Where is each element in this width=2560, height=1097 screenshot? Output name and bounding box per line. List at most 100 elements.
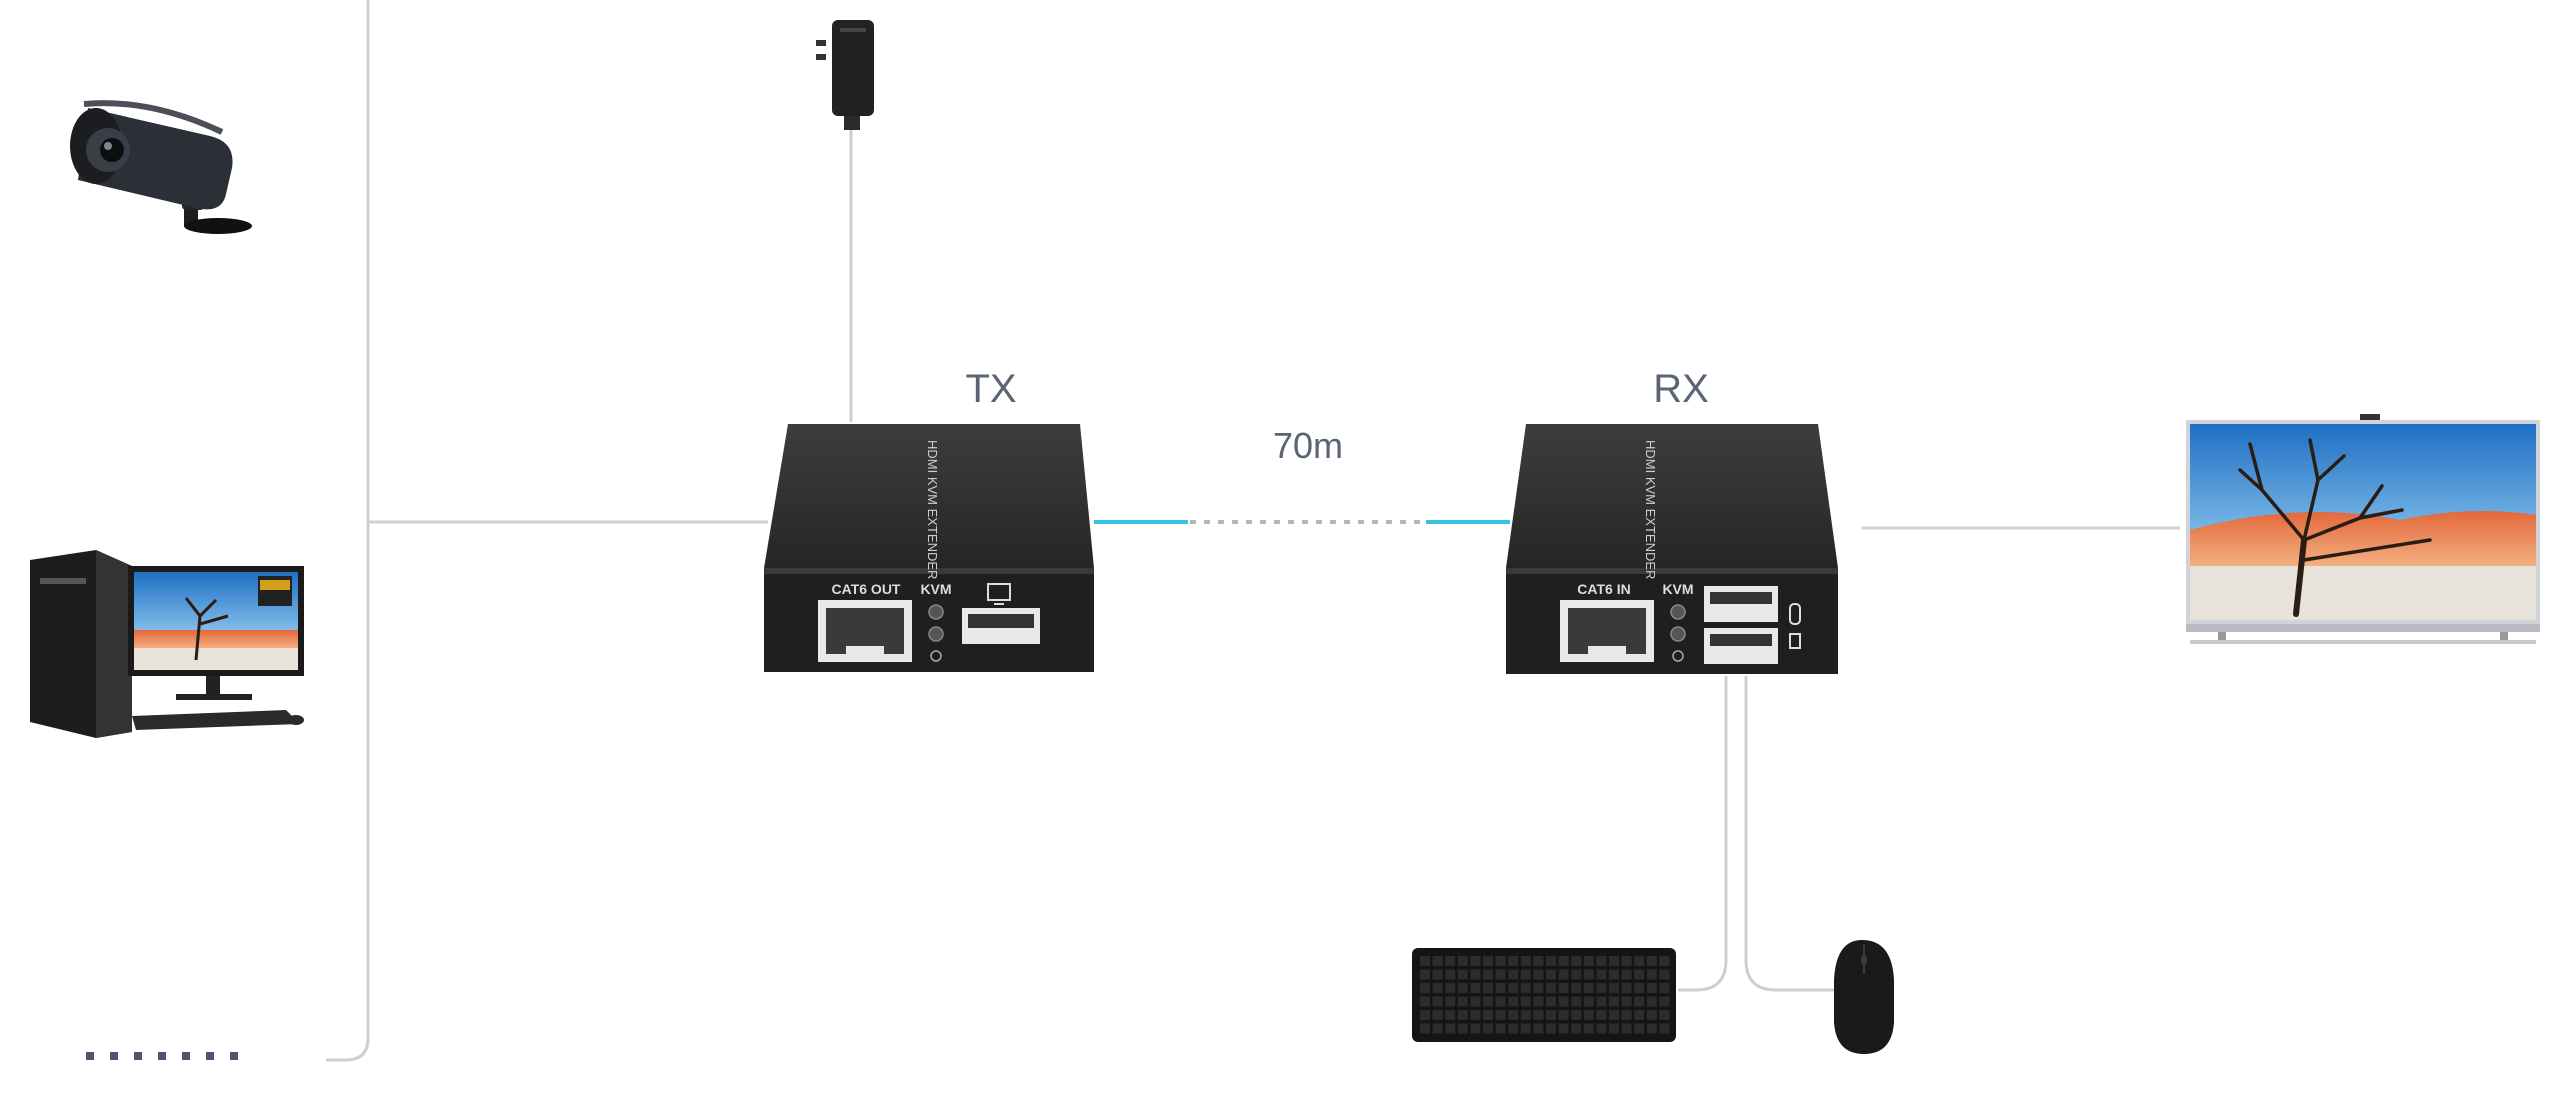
keyboard-key (1420, 956, 1430, 966)
keyboard-key (1457, 969, 1468, 980)
rx-usb-port-top (1704, 586, 1778, 622)
keyboard-key (1457, 1010, 1468, 1020)
rx-to-keyboard-line (1678, 676, 1728, 992)
keyboard-key (1457, 1023, 1468, 1034)
keyboard-key (1495, 983, 1506, 993)
keyboard-key (1634, 996, 1645, 1007)
keyboard-key (1470, 1023, 1481, 1034)
keyboard-key (1596, 956, 1607, 966)
keyboard-key (1571, 969, 1582, 980)
keyboard-key (1659, 956, 1670, 966)
rx-to-mouse-line (1744, 676, 1836, 992)
keyboard-key (1609, 969, 1619, 980)
connection-lines (326, 0, 2180, 1062)
tx-kvm-label: KVM (920, 581, 951, 597)
keyboard-key (1533, 1010, 1544, 1020)
keyboard-key (1483, 983, 1493, 993)
keyboard-key (1432, 996, 1443, 1007)
keyboard-key (1508, 1010, 1519, 1020)
keyboard-key (1520, 956, 1531, 966)
keyboard-key (1596, 996, 1607, 1007)
keyboard-key (1546, 996, 1556, 1007)
rx-rj45-port (1560, 600, 1654, 662)
rx-usb-port-bottom (1704, 628, 1778, 664)
rx-port-label: CAT6 IN (1577, 581, 1630, 597)
keyboard-key (1583, 956, 1594, 966)
keyboard-key (1495, 1023, 1506, 1034)
keyboard-key (1495, 1010, 1506, 1020)
keyboard-key (1483, 956, 1493, 966)
distance-label: 70m (1273, 425, 1343, 466)
rx-device: HDMI KVM EXTENDER CAT6 IN KVM (1506, 424, 1838, 674)
keyboard-key (1596, 983, 1607, 993)
rx-keyboard-mouse-icon (1789, 603, 1801, 649)
tx-rj45-port (818, 600, 912, 662)
tx-monitor-icon (987, 583, 1011, 605)
tx-usb-port (962, 608, 1040, 644)
rx-side-text: HDMI KVM EXTENDER (1643, 440, 1658, 579)
keyboard-key (1483, 1023, 1493, 1034)
keyboard-key (1495, 956, 1506, 966)
keyboard-key (1445, 983, 1456, 993)
keyboard-key (1495, 969, 1506, 980)
keyboard-key (1508, 996, 1519, 1007)
keyboard-key (1546, 1023, 1556, 1034)
keyboard-key (1508, 1023, 1519, 1034)
keyboard-key (1457, 956, 1468, 966)
keyboard-key (1508, 969, 1519, 980)
keyboard-key (1634, 1010, 1645, 1020)
keyboard-key (1420, 996, 1430, 1007)
keyboard-key (1470, 1010, 1481, 1020)
keyboard-key (1659, 983, 1670, 993)
keyboard-key (1609, 1023, 1619, 1034)
keyboard-key (1621, 1023, 1632, 1034)
keyboard-key (1520, 1023, 1531, 1034)
keyboard-key (1445, 1010, 1456, 1020)
keyboard-key (1432, 1023, 1443, 1034)
keyboard-key (1646, 956, 1657, 966)
keyboard-key (1432, 983, 1443, 993)
mouse-icon (1834, 940, 1894, 1054)
keyboard-key (1621, 969, 1632, 980)
keyboard-key (1646, 983, 1657, 993)
keyboard-key (1520, 996, 1531, 1007)
keyboard-key (1520, 969, 1531, 980)
keyboard-key (1634, 983, 1645, 993)
source-bracket-line (326, 0, 370, 1062)
keyboard-key (1571, 1023, 1582, 1034)
keyboard-key (1609, 1010, 1619, 1020)
keyboard-key (1483, 969, 1493, 980)
keyboard-key (1571, 996, 1582, 1007)
keyboard-key (1420, 969, 1430, 980)
tx-label: TX (965, 367, 1016, 411)
keyboard-key (1621, 983, 1632, 993)
keyboard-key (1571, 1010, 1582, 1020)
tx-device: HDMI KVM EXTENDER CAT6 OUT KVM (764, 424, 1094, 672)
tx-port-label: CAT6 OUT (832, 581, 901, 597)
keyboard-key (1596, 1023, 1607, 1034)
keyboard-key (1420, 1010, 1430, 1020)
rx-power-icon (1672, 650, 1684, 662)
keyboard-key (1646, 996, 1657, 1007)
keyboard-key (1533, 983, 1544, 993)
keyboard-key (1659, 996, 1670, 1007)
keyboard-key (1470, 969, 1481, 980)
keyboard-key (1646, 1010, 1657, 1020)
rx-led-1 (1670, 604, 1686, 620)
keyboard-key (1483, 996, 1493, 1007)
keyboard-key (1558, 983, 1569, 993)
tx-power-icon (930, 650, 942, 662)
keyboard-key (1483, 1010, 1493, 1020)
keyboard-key (1432, 1010, 1443, 1020)
keyboard-key (1432, 956, 1443, 966)
keyboard-key (1558, 996, 1569, 1007)
tx-led-2 (928, 626, 944, 642)
keyboard-key (1609, 983, 1619, 993)
more-sources-dots-icon (86, 1052, 238, 1060)
desktop-computer-icon (30, 550, 304, 738)
cctv-camera-icon (70, 100, 252, 234)
rx-led-2 (1670, 626, 1686, 642)
keyboard-key (1659, 1023, 1670, 1034)
keyboard-key (1583, 996, 1594, 1007)
keyboard-key (1621, 996, 1632, 1007)
